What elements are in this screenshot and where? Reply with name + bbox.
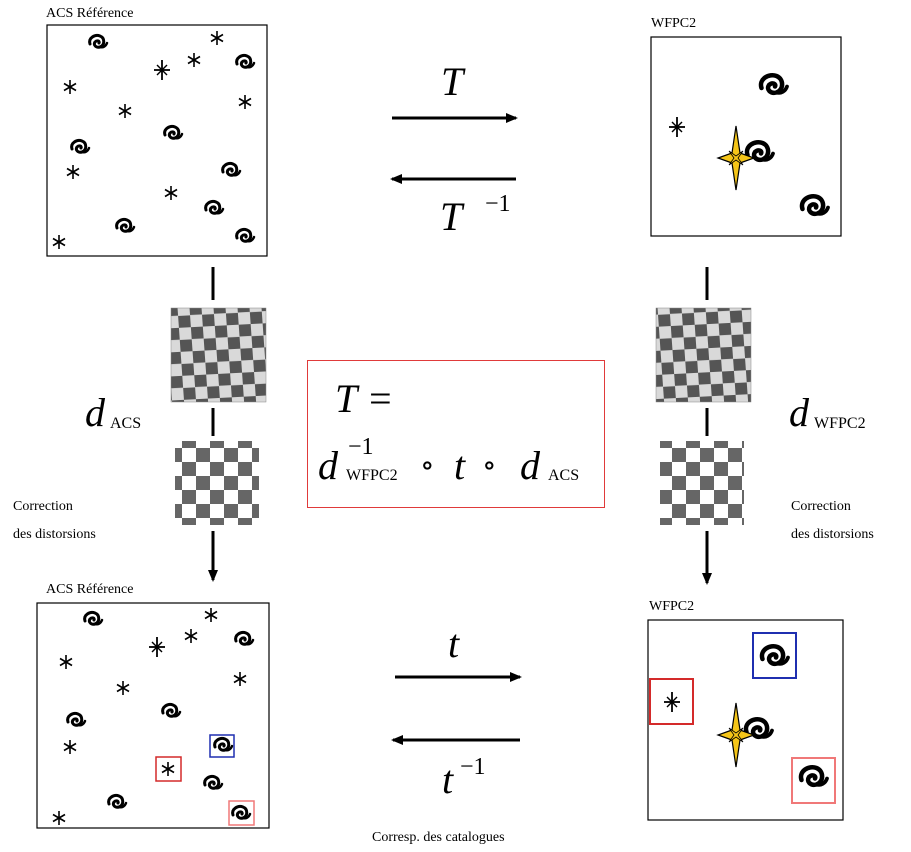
wfpc2-bottom-panel — [647, 619, 844, 821]
acs-distorted-grid — [170, 307, 267, 403]
formula-d-acs-sub: ACS — [548, 467, 580, 484]
d-wfpc2-symbol: d — [789, 390, 809, 435]
left-caption-line2: des distorsions — [13, 527, 96, 542]
formula-d-wfpc2: d — [318, 443, 338, 488]
formula-box: T = d −1 WFPC2 ∘ t ∘ d ACS — [307, 360, 605, 508]
footer-caption: Corresp. des catalogues — [372, 830, 505, 845]
formula-d-wfpc2-sub: WFPC2 — [346, 467, 398, 484]
left-caption-line1: Correction — [13, 499, 73, 514]
acs-match-box-pink — [228, 800, 255, 826]
formula-t: t — [454, 443, 466, 488]
formula-compose-2: ∘ — [482, 449, 497, 482]
label-t-inverse: t — [442, 757, 454, 802]
wfpc2-match-box-pink — [791, 757, 836, 804]
formula-lhs: T = — [335, 379, 394, 419]
right-caption-line1: Correction — [791, 499, 851, 514]
wfpc2-match-box-red — [649, 678, 694, 725]
acs-bottom-title: ACS Référence — [46, 582, 134, 597]
label-T-inverse: T — [440, 194, 463, 239]
formula-lhs-text: T = — [335, 376, 394, 421]
formula-compose-1: ∘ — [420, 449, 435, 482]
label-T-inverse-exponent: −1 — [485, 191, 511, 217]
formula-d-wfpc2-exp: −1 — [348, 434, 374, 460]
label-T: T — [441, 59, 464, 104]
acs-match-box-blue — [209, 734, 235, 758]
label-t: t — [448, 621, 460, 666]
wfpc2-match-box-blue — [752, 632, 797, 679]
label-t-inverse-exponent: −1 — [460, 754, 486, 780]
wfpc2-top-panel — [650, 36, 842, 237]
wfpc2-distorted-grid — [655, 307, 752, 403]
formula-d-acs: d — [520, 443, 540, 488]
wfpc2-top-title: WFPC2 — [651, 16, 697, 31]
d-acs-subscript: ACS — [110, 415, 142, 432]
d-acs-symbol: d — [85, 390, 105, 435]
right-caption-line2: des distorsions — [791, 527, 874, 542]
d-wfpc2-subscript: WFPC2 — [814, 415, 866, 432]
acs-top-title: ACS Référence — [46, 6, 134, 21]
acs-corrected-grid — [175, 441, 259, 525]
wfpc2-bottom-title: WFPC2 — [649, 599, 695, 614]
wfpc2-corrected-grid — [660, 441, 744, 525]
acs-bottom-panel — [36, 602, 270, 829]
acs-match-box-red — [155, 756, 182, 782]
